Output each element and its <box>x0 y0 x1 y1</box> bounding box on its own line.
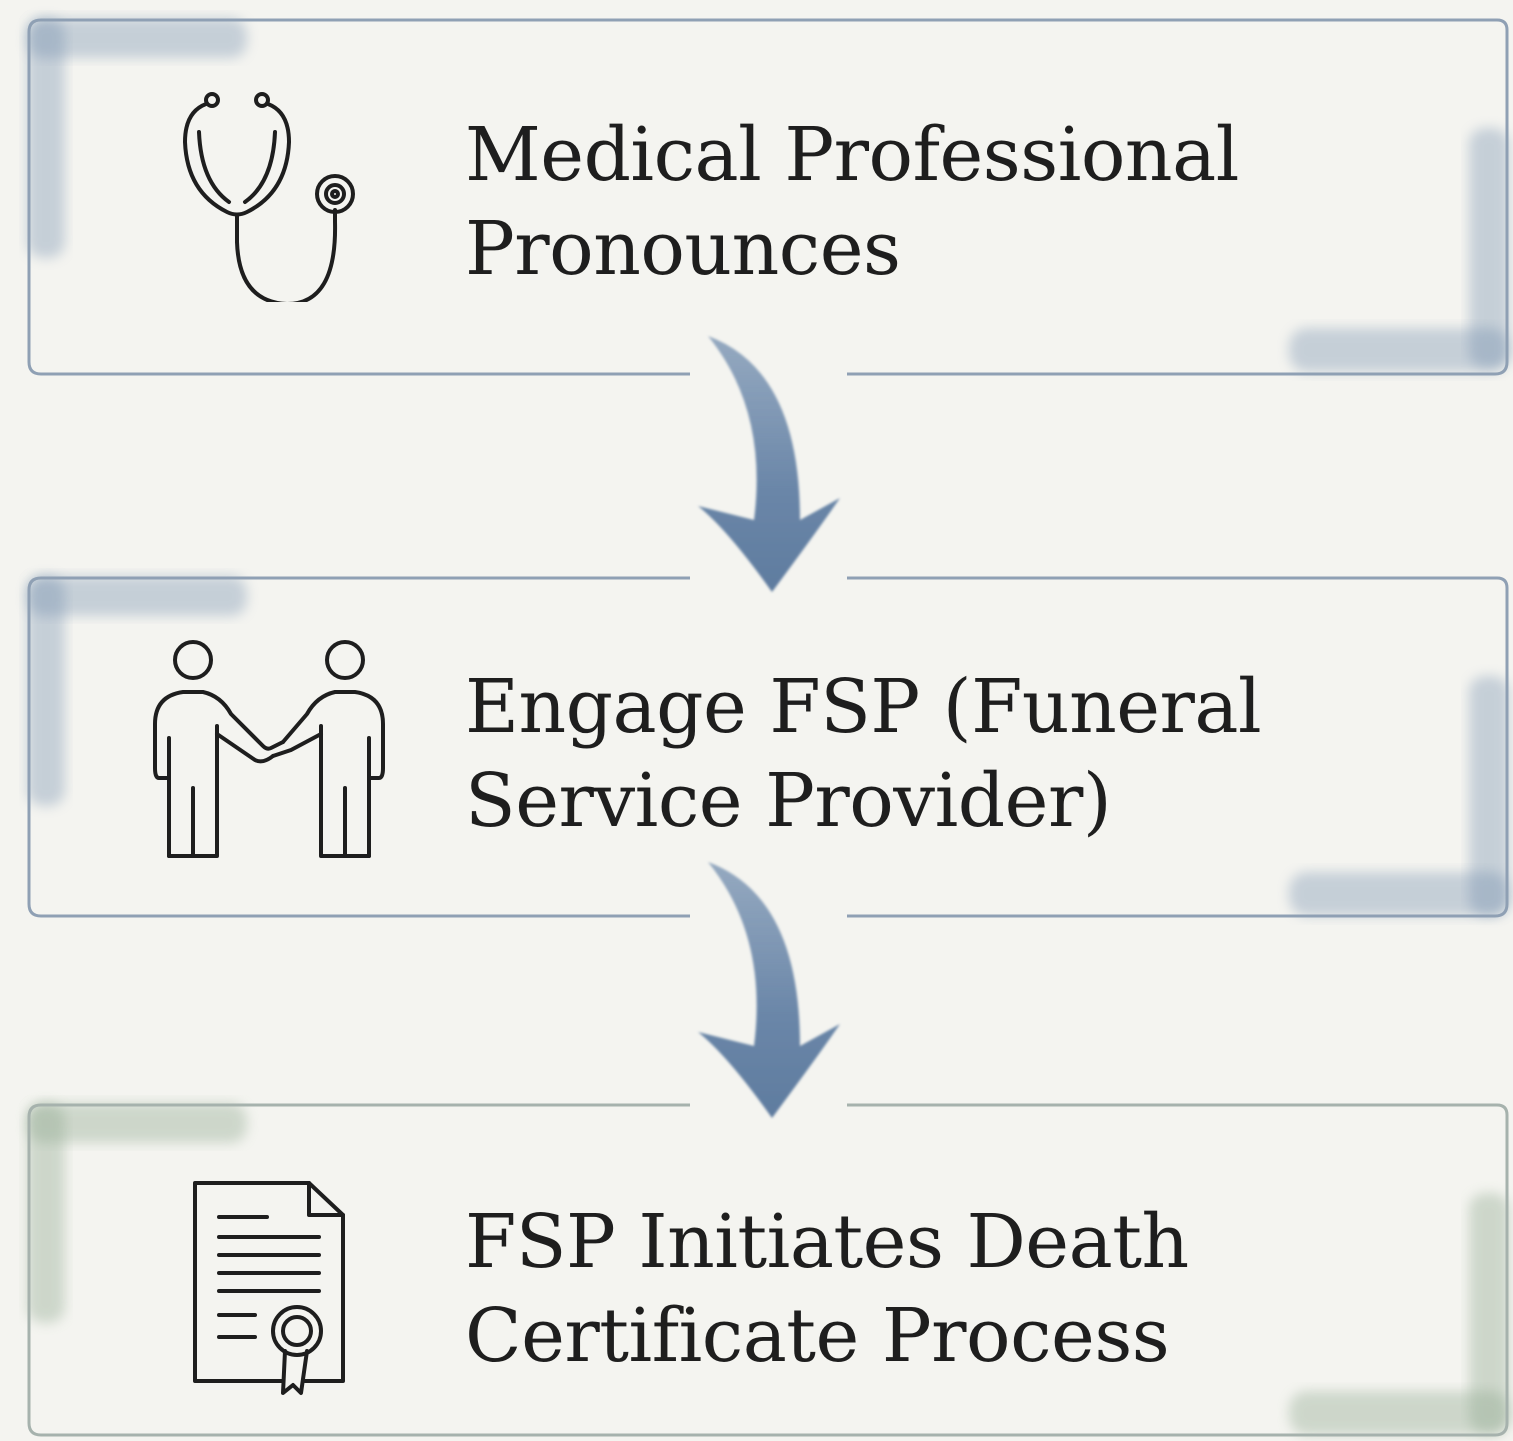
certificate-icon <box>193 1181 345 1395</box>
arrow-down-icon <box>698 336 840 592</box>
step-frame <box>27 1103 1509 1437</box>
stethoscope-icon <box>183 92 355 302</box>
step-death-certificate <box>27 1103 1509 1437</box>
arrow-down-icon <box>698 862 840 1118</box>
handshake-icon <box>153 640 385 858</box>
step-label-engage-fsp: Engage FSP (Funeral Service Provider) <box>465 664 1262 844</box>
step-label-medical-professional: Medical Professional Pronounces <box>465 112 1239 292</box>
step-medical-pronouncement <box>27 18 1509 376</box>
step-labels: Medical Professional Pronounces Engage F… <box>27 0 1509 1441</box>
step-frame <box>27 576 1509 918</box>
step-frame <box>27 18 1509 376</box>
step-engage-fsp <box>27 576 1509 918</box>
step-label-fsp-initiates: FSP Initiates Death Certificate Process <box>465 1199 1189 1379</box>
